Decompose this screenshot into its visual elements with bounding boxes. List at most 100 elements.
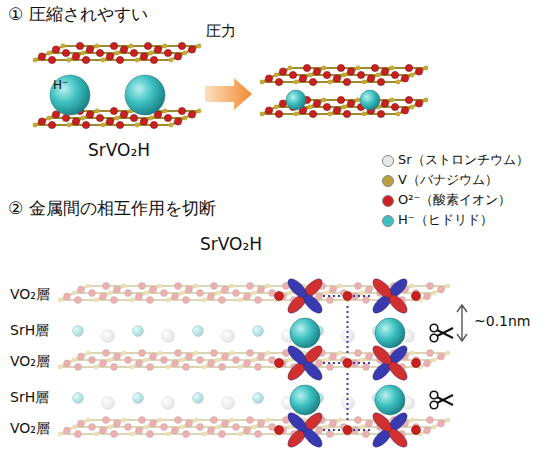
oxygen-atom (355, 417, 362, 424)
oxygen-atom (219, 431, 226, 438)
oxygen-atom (103, 283, 110, 290)
vanadium-atom (288, 425, 293, 430)
oxygen-atom (197, 357, 204, 364)
oxygen-atom (427, 350, 434, 357)
vanadium-atom (202, 365, 207, 370)
oxygen-atom (75, 297, 82, 304)
vanadium-atom (33, 58, 38, 63)
vanadium-atom (47, 116, 52, 121)
oxygen-atom (355, 350, 362, 357)
vanadium-atom (288, 358, 293, 363)
vanadium-atom (86, 351, 91, 356)
oxygen-atom (366, 420, 373, 427)
vanadium-atom (202, 432, 207, 437)
oxygen-atom (150, 286, 157, 293)
oxygen-atom (89, 357, 96, 364)
layer-label: SrH層 (10, 389, 49, 406)
oxygen-atom (427, 417, 434, 424)
hydride-ion (375, 318, 405, 348)
oxygen-atom (125, 290, 132, 297)
vanadium-atom (94, 365, 99, 370)
section-heading: ② 金属間の相互作用を切断 (8, 198, 216, 218)
hydride-ion (253, 326, 264, 337)
oxygen-atom (255, 297, 262, 304)
vanadium-atom (324, 425, 329, 430)
legend-swatch (382, 155, 394, 167)
oxygen-atom (330, 286, 337, 293)
oxygen-atom (275, 359, 284, 368)
vanadium-atom (108, 291, 113, 296)
oxygen-atom (343, 359, 352, 368)
vanadium-atom (122, 284, 127, 289)
oxygen-atom (89, 290, 96, 297)
oxygen-atom (316, 427, 323, 434)
oxygen-atom (309, 78, 316, 85)
oxygen-atom (150, 353, 157, 360)
oxygen-atom (100, 427, 107, 434)
oxygen-atom (114, 353, 121, 360)
oxygen-atom (147, 431, 154, 438)
strontium-atom (222, 330, 235, 343)
vanadium-atom (180, 358, 185, 363)
oxygen-atom (222, 420, 229, 427)
oxygen-atom (405, 96, 412, 103)
oxygen-atom (116, 56, 123, 63)
vanadium-atom (81, 51, 86, 56)
oxygen-atom (75, 431, 82, 438)
oxygen-atom (64, 360, 71, 367)
oxygen-atom (313, 100, 320, 107)
vanadium-atom (356, 66, 361, 71)
oxygen-atom (438, 353, 445, 360)
arrow-label: 圧力 (206, 22, 236, 40)
oxygen-atom (52, 111, 59, 118)
oxygen-atom (424, 293, 431, 300)
vanadium-atom (328, 112, 333, 117)
vanadium-atom (180, 291, 185, 296)
oxygen-atom (208, 293, 215, 300)
oxygen-atom (377, 78, 384, 85)
strontium-atom (222, 397, 235, 410)
oxygen-atom (114, 420, 121, 427)
vanadium-atom (166, 298, 171, 303)
oxygen-atom (100, 293, 107, 300)
oxygen-atom (183, 297, 190, 304)
oxygen-atom (347, 100, 354, 107)
ion-label: H⁻ (53, 78, 68, 92)
vanadium-atom (81, 116, 86, 121)
scissors-icon (430, 324, 453, 342)
oxygen-atom (186, 420, 193, 427)
oxygen-atom (377, 110, 384, 117)
vanadium-atom (260, 112, 265, 117)
oxygen-atom (38, 53, 45, 60)
oxygen-atom (366, 286, 373, 293)
vanadium-atom (230, 418, 235, 423)
oxygen-atom (147, 297, 154, 304)
legend-swatch (382, 175, 394, 187)
vanadium-atom (424, 66, 429, 71)
oxygen-atom (139, 350, 146, 357)
layer-label: SrH層 (10, 322, 49, 339)
vanadium-atom (149, 51, 154, 56)
oxygen-atom (172, 427, 179, 434)
vanadium-atom (197, 44, 202, 49)
vanadium-atom (252, 425, 257, 430)
vanadium-atom (47, 51, 52, 56)
vanadium-atom (33, 123, 38, 128)
oxygen-atom (363, 431, 370, 438)
oxygen-atom (140, 53, 147, 60)
vanadium-atom (108, 358, 113, 363)
vanadium-atom (61, 44, 66, 49)
oxygen-atom (330, 420, 337, 427)
oxygen-atom (265, 107, 272, 114)
oxygen-atom (78, 353, 85, 360)
oxygen-atom (96, 114, 103, 121)
oxygen-atom (110, 107, 117, 114)
oxygen-atom (412, 292, 421, 301)
vanadium-atom (135, 123, 140, 128)
vanadium-atom (446, 418, 451, 423)
scissors-handle (430, 391, 438, 399)
vanadium-atom (194, 418, 199, 423)
scissors-blade (437, 328, 453, 336)
vanadium-atom (238, 432, 243, 437)
